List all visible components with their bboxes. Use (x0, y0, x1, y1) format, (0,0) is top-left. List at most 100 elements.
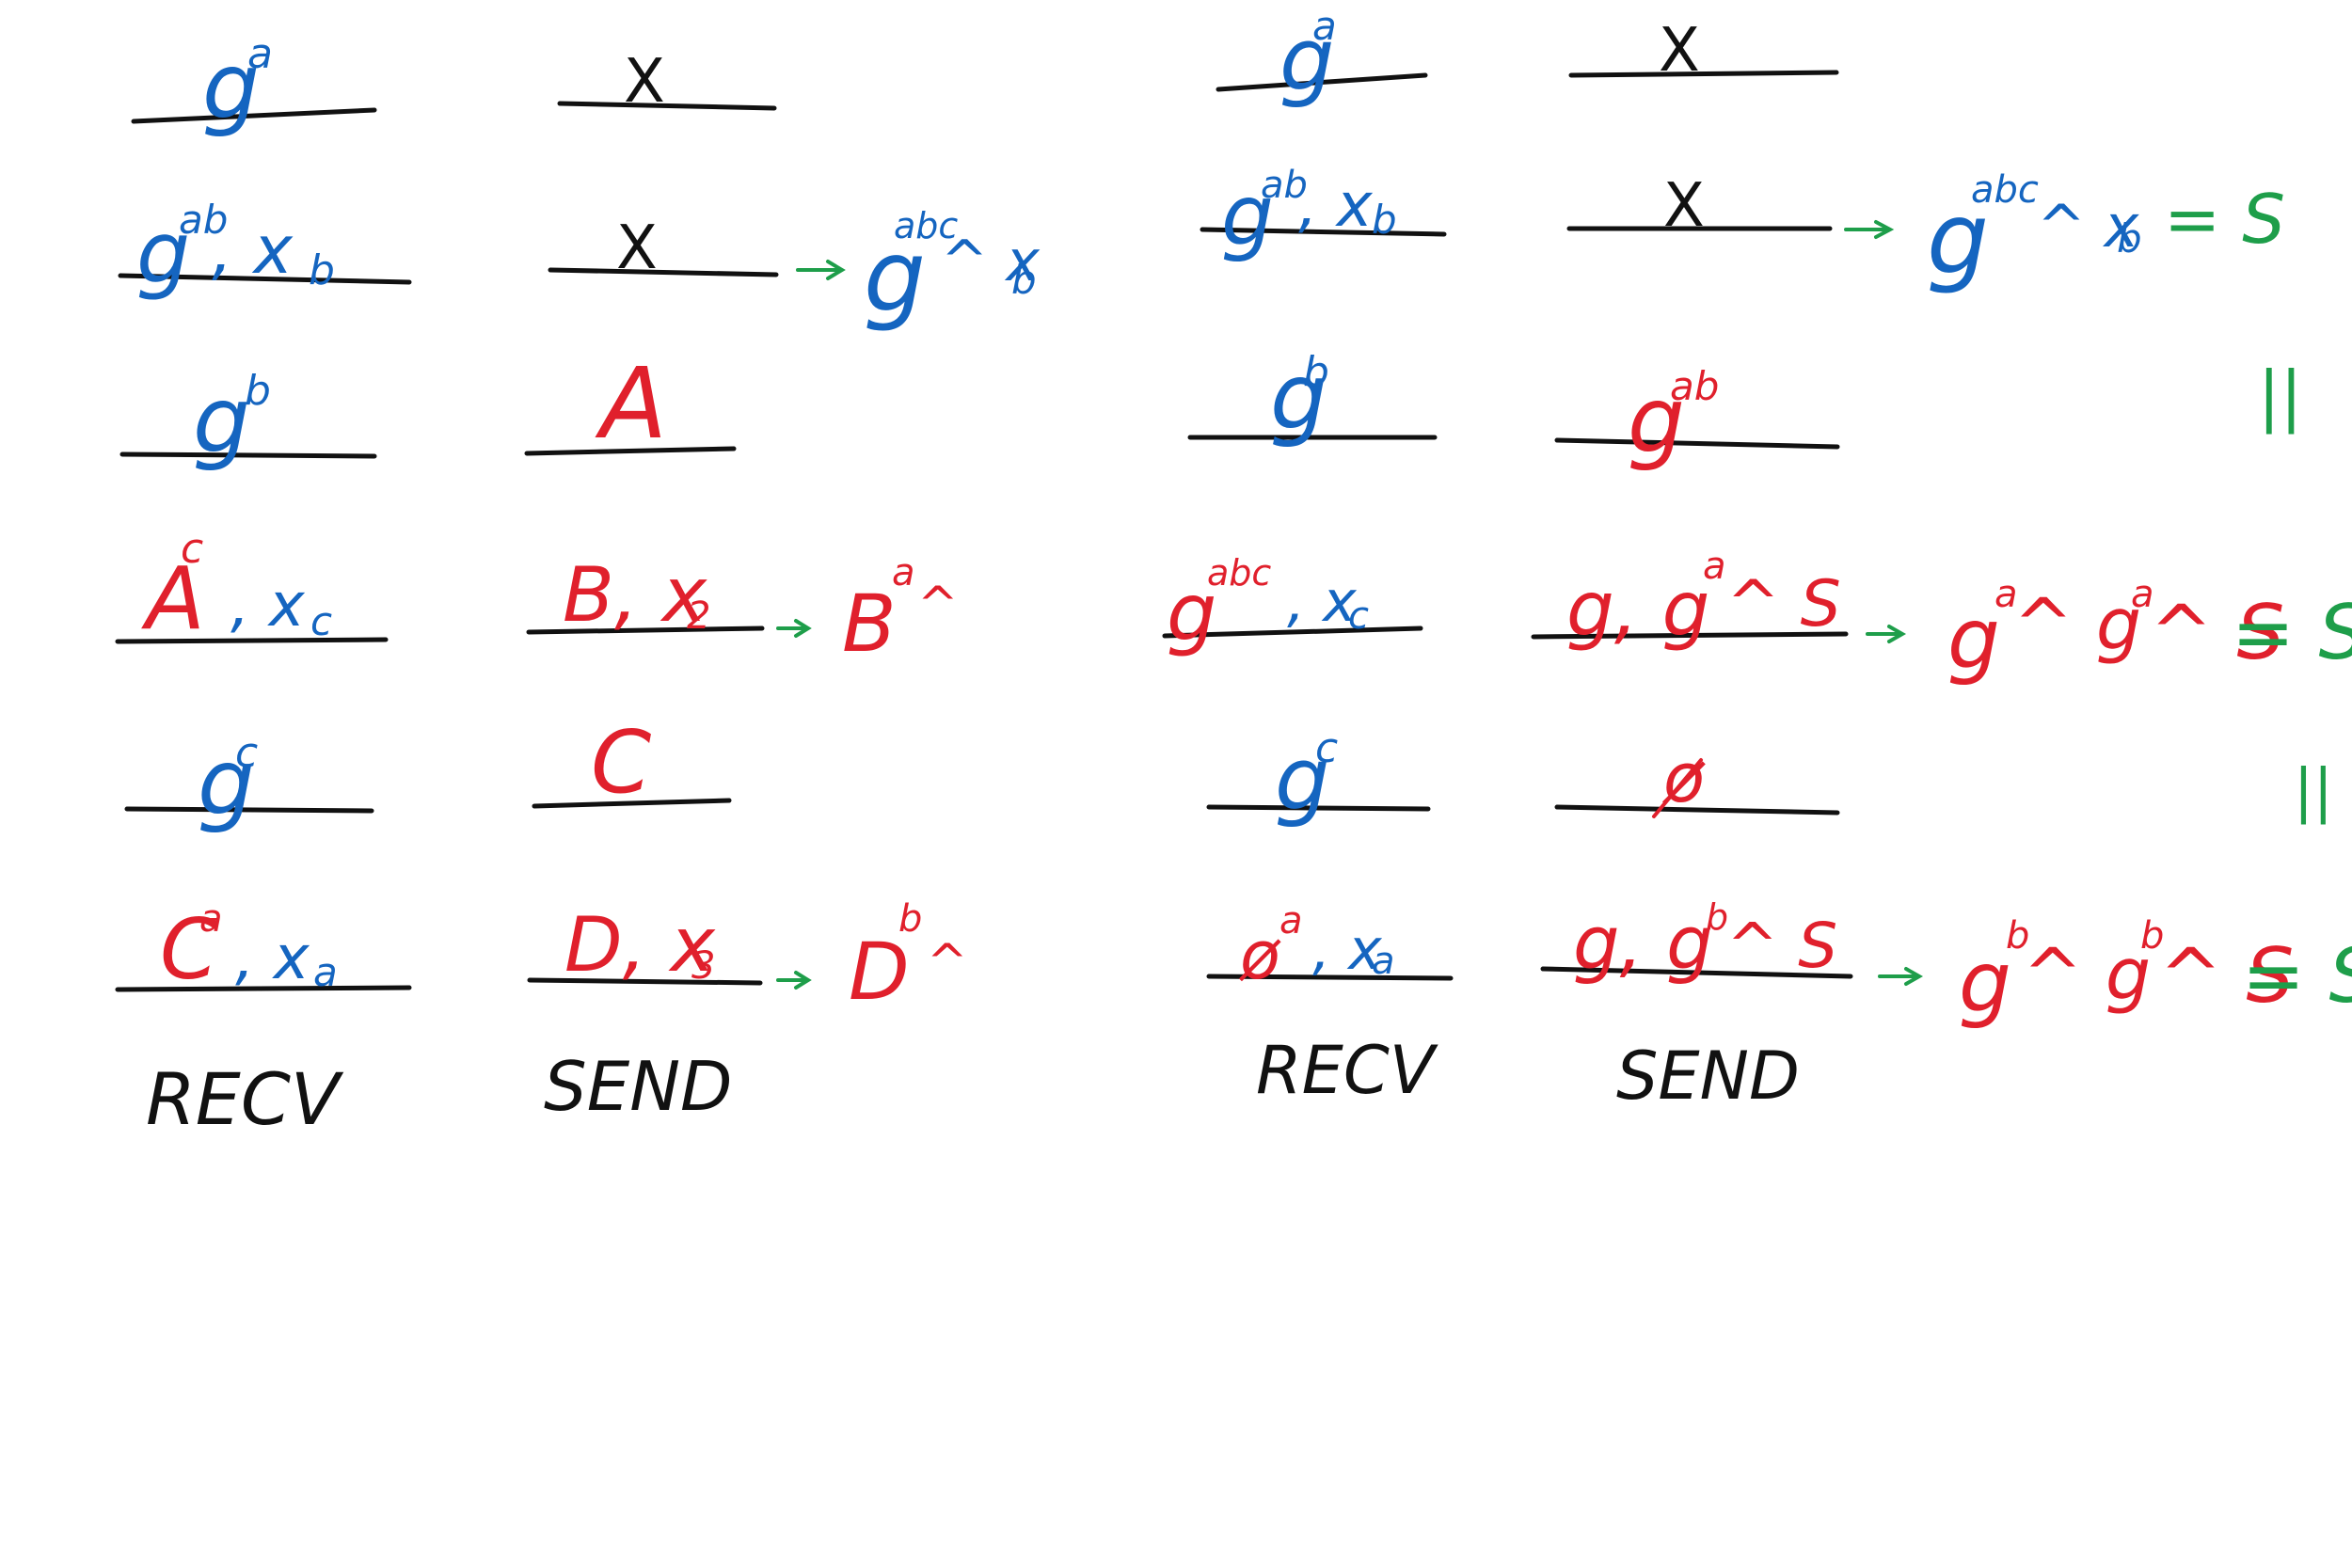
right-recv-6-sub: a (1372, 940, 1395, 983)
right-send-line-1 (1568, 70, 1839, 78)
right-recv-2-sub: b (1372, 197, 1397, 243)
left-recv-6-extra: , x (235, 924, 310, 993)
right-result-1-base: g (1927, 182, 1989, 296)
left-recv-2-sup: ab (179, 197, 228, 243)
left-send-2-text: X (616, 214, 658, 283)
right-send-3-sup: ab (1670, 363, 1719, 409)
right-recv-6-sup: a (1279, 899, 1303, 942)
left-recv-label: RECV (146, 1057, 344, 1141)
right-recv-line-6 (1206, 974, 1454, 981)
left-arrowhead-3 (794, 971, 812, 990)
left-send-line-6 (527, 977, 763, 986)
right-recv-column: g a g ab , x b g b g abc , x c g c ø a ,… (1162, 3, 1454, 1109)
left-recv-6-sup: a (199, 897, 223, 941)
left-send-1-text: X (624, 47, 665, 117)
right-recv-line-4 (1162, 626, 1423, 639)
right-recv-1-sup: a (1312, 3, 1337, 49)
left-send-label: SEND (544, 1047, 733, 1126)
left-recv-6-sub: a (313, 949, 338, 995)
left-send-line-4 (526, 626, 765, 635)
left-recv-line-5 (124, 806, 374, 814)
left-send-line-1 (557, 101, 777, 111)
left-recv-2-extra: , x (212, 212, 294, 289)
right-recv-1-base: g (1279, 9, 1334, 110)
right-recv-4-sub: c (1348, 594, 1369, 638)
right-recv-3-base: g (1270, 344, 1327, 450)
right-diagram: g a g ab , x b g b g abc , x c g c ø a ,… (1162, 3, 2352, 1115)
left-recv-5-base: g (198, 730, 255, 835)
right-recv-2-extra: , x (1298, 171, 1374, 241)
left-result-3-base: D (849, 926, 910, 1018)
right-result-2-sup2: a (2131, 573, 2154, 616)
right-send-2-text: X (1663, 171, 1705, 241)
left-recv-line-6 (115, 985, 412, 992)
right-send-4-rest: ^ S (1726, 567, 1841, 641)
right-results: g abc ^ x b = S || g a ^ g a ^ S = S || … (1844, 168, 2352, 1031)
right-send-6-rest: ^ S (1726, 910, 1837, 982)
left-result-1-sup: abc (894, 205, 958, 246)
right-recv-line-5 (1206, 804, 1431, 812)
left-recv-2-sub: b (309, 246, 335, 294)
right-recv-line-2 (1200, 227, 1447, 237)
right-send-line-5 (1554, 804, 1840, 816)
right-result-3-sup: b (2006, 914, 2029, 958)
left-recv-4-extra: , x (230, 571, 306, 641)
left-recv-4-sub: c (310, 598, 332, 644)
left-recv-line-4 (115, 637, 389, 644)
right-recv-6-base: ø (1239, 917, 1281, 994)
left-result-2-base: B (842, 578, 897, 670)
right-recv-6-extra: , x (1312, 917, 1382, 983)
left-send-6-sub: 3 (691, 944, 715, 988)
left-send-column: X X A B, x 2 C D, x 3 SEND (524, 47, 779, 1126)
right-result-3-sup2: b (2140, 914, 2164, 958)
left-diagram: g a g ab , x b g b A c , x c g c C a , x… (115, 30, 1040, 1141)
left-recv-column: g a g ab , x b g b A c , x c g c C a , x… (115, 30, 412, 1141)
right-arrowhead-1 (1874, 220, 1895, 239)
right-send-6-text: g, g (1573, 902, 1713, 987)
left-send-3-text: A (595, 346, 667, 461)
left-recv-3-base: g (193, 368, 250, 473)
right-send-4-sup: a (1703, 545, 1726, 588)
right-recv-5-base: g (1275, 729, 1329, 830)
right-send-1-text: X (1659, 16, 1700, 86)
left-recv-1-sup: a (247, 30, 273, 78)
left-result-1-base: g (864, 219, 926, 334)
right-result-2-base: g (1947, 591, 2000, 688)
right-arrowhead-2 (1887, 625, 1907, 643)
right-send-4-text: g, g (1566, 565, 1709, 653)
right-recv-2-base: g (1221, 167, 1274, 264)
right-recv-4-sup: abc (1207, 552, 1271, 594)
right-recv-3-sup: b (1303, 348, 1329, 396)
left-result-2-sup: a (892, 551, 915, 594)
left-arrowhead-2 (794, 619, 812, 638)
right-result-2-mid: ^ g (2013, 582, 2141, 666)
right-recv-line-1 (1216, 72, 1428, 92)
right-send-6-sup: b (1706, 896, 1728, 938)
right-result-1-sub: b (2117, 215, 2142, 261)
left-send-line-5 (532, 798, 732, 809)
right-recv-2-sup: ab (1261, 164, 1308, 207)
left-recv-line-1 (131, 107, 377, 124)
left-send-4-text: B, x (563, 551, 708, 639)
left-results: g abc ^ x b B a ^ D b ^ (776, 205, 1040, 1018)
right-send-line-3 (1554, 437, 1840, 450)
left-recv-2-base: g (136, 204, 190, 303)
left-recv-4-base: A (141, 548, 205, 649)
right-result-3-rest: ^ S (2159, 932, 2294, 1020)
left-recv-6-base: C (160, 901, 218, 998)
right-send-column: X X g ab g, g a ^ S ø g, g b ^ S SEND (1531, 16, 1853, 1115)
right-send-3-base: g (1628, 368, 1685, 473)
right-send-line-4 (1531, 631, 1849, 640)
left-result-1-rest: ^ x (941, 229, 1040, 294)
left-send-line-3 (524, 446, 737, 456)
right-send-5-text: ø (1661, 738, 1706, 817)
left-recv-3-sup: b (245, 367, 271, 415)
left-result-3-rest: ^ (927, 934, 968, 990)
right-result-2-eq: = S (2232, 589, 2352, 676)
right-result-3-base: g (1959, 934, 2011, 1031)
right-result-3-eq: = S (2242, 932, 2352, 1020)
equals-mark-1: || (2258, 357, 2302, 435)
right-recv-4-extra: , x (1287, 569, 1357, 635)
right-recv-5-sup: c (1315, 724, 1338, 772)
right-send-line-6 (1540, 966, 1853, 979)
